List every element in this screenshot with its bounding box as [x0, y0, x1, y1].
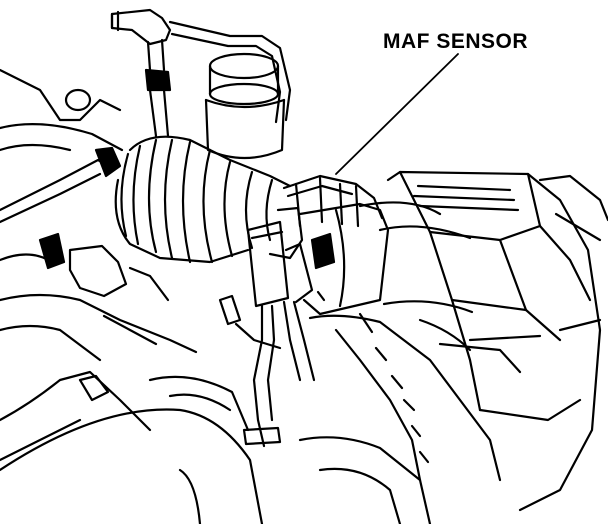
air-cleaner-box [386, 170, 608, 512]
reservoir-cylinder [204, 52, 286, 160]
maf-sensor-housing [246, 174, 390, 316]
intake-duct [308, 201, 502, 482]
maf-sensor-label: MAF SENSOR [383, 30, 529, 53]
callout-leader [335, 53, 459, 175]
lower-hose [0, 408, 432, 524]
vacuum-fitting [110, 8, 292, 138]
engine-left-parts [0, 68, 198, 462]
wiring-harness [148, 294, 316, 448]
